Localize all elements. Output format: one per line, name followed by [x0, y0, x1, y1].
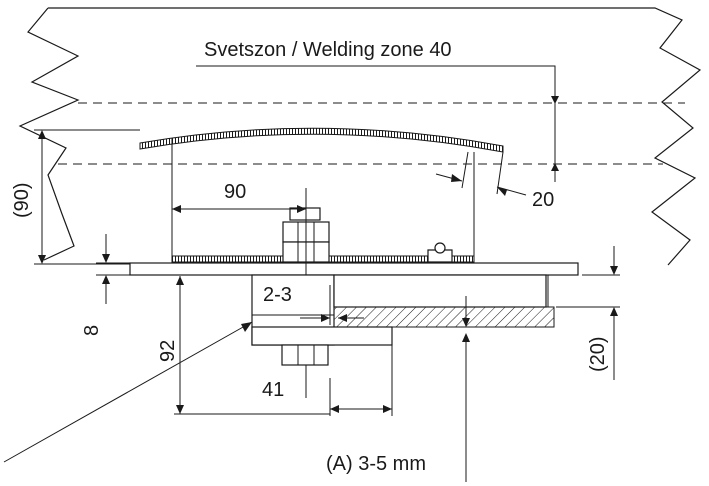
bracket-leader-line — [3, 321, 253, 463]
dim-2-3: 2-3 — [263, 284, 292, 306]
bolt-head-top — [289, 207, 321, 221]
curved-coil-wire — [139, 127, 504, 153]
dim-90-horizontal: 90 — [224, 181, 246, 203]
side-rail — [333, 274, 547, 308]
dim-90-vertical: (90) — [11, 182, 33, 218]
bracket-lower — [251, 326, 393, 346]
dim-20-bracket: (20) — [587, 336, 609, 372]
dim-8: 8 — [81, 325, 103, 336]
bracket-bolt-head — [281, 344, 329, 366]
hatched-section — [333, 306, 555, 328]
dim-20-weld: 20 — [532, 189, 554, 211]
welding-zone-leader — [196, 65, 556, 96]
gap-a-label: (A) 3-5 mm — [326, 453, 426, 475]
dim-41: 41 — [262, 379, 284, 401]
wall-outline — [18, 7, 702, 266]
base-plate — [129, 262, 579, 276]
welding-zone-label: Svetszon / Welding zone 40 — [204, 39, 452, 61]
dim-92: 92 — [157, 340, 179, 362]
